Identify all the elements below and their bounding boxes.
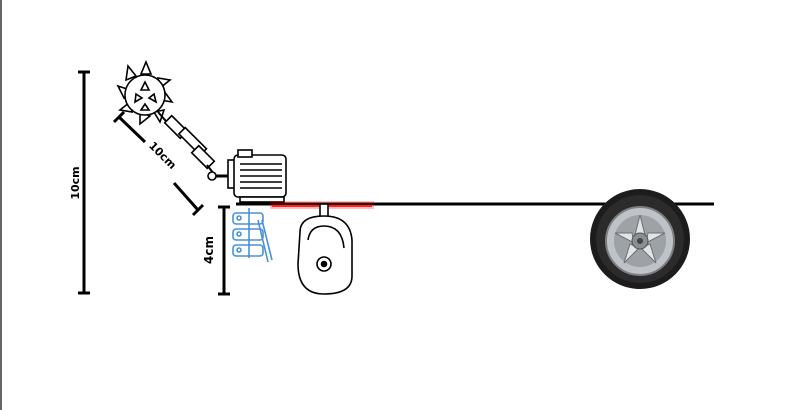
dimension-arm-length-label: 10cm	[146, 139, 179, 172]
arm-icon	[157, 111, 217, 181]
electric-motor-icon	[216, 149, 287, 203]
dimension-height-total: 10cm	[69, 70, 90, 295]
mounting-bracket-icon	[232, 208, 273, 263]
dimension-bracket-height: 4cm	[202, 205, 230, 296]
dimension-height-total-label: 10cm	[69, 166, 82, 199]
caster-wheel-icon	[297, 203, 353, 295]
spiked-mace-icon	[116, 59, 174, 126]
dimension-bracket-height-label: 4cm	[202, 236, 216, 264]
dimension-arm-length: 10cm	[112, 110, 205, 217]
car-wheel-icon	[590, 189, 690, 289]
